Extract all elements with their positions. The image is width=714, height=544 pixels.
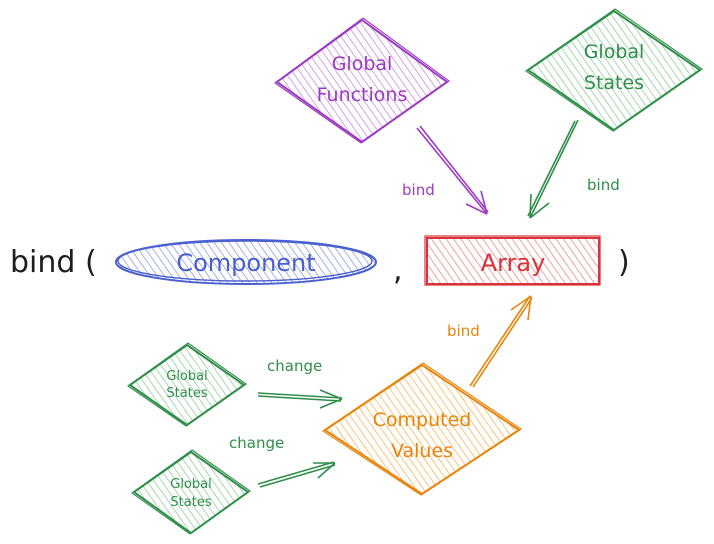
global-states-top-line2: States [584, 72, 644, 94]
global-states-mid-node[interactable]: Global States [127, 342, 247, 427]
global-states-top-line1: Global [584, 41, 645, 63]
global-states-mid-line2: States [166, 386, 207, 401]
bind-label-computed: bind [447, 322, 480, 340]
global-functions-line2: Functions [317, 84, 408, 106]
global-states-low-line2: States [170, 495, 211, 510]
arrow-states-mid-to-computed [257, 389, 343, 409]
bind-label-functions: bind [402, 181, 435, 199]
change-label-low: change [229, 434, 284, 452]
bind-label-states: bind [587, 176, 620, 194]
array-label: Array [481, 249, 546, 277]
arrow-states-to-array [527, 119, 579, 219]
global-functions-line1: Global [332, 53, 393, 75]
close-paren-text: ) [618, 245, 630, 280]
arrow-functions-to-array [416, 125, 489, 215]
component-node[interactable]: Component [115, 239, 377, 285]
computed-values-node[interactable]: Computed Values [322, 362, 522, 496]
array-node[interactable]: Array [424, 235, 601, 286]
computed-values-line1: Computed [373, 409, 472, 431]
comma-text: , [393, 253, 403, 288]
global-states-mid-line1: Global [166, 369, 207, 384]
bind-open-text: bind ( [10, 245, 97, 280]
global-states-top-node[interactable]: Global States [525, 8, 703, 132]
component-label: Component [176, 249, 315, 277]
computed-values-line2: Values [391, 440, 453, 462]
arrow-states-low-to-computed [257, 461, 336, 488]
global-functions-node[interactable]: Global Functions [274, 17, 450, 144]
arrow-computed-to-array [469, 295, 533, 388]
change-label-mid: change [267, 357, 322, 375]
global-states-low-line1: Global [170, 477, 211, 492]
global-states-low-node[interactable]: Global States [131, 449, 251, 535]
